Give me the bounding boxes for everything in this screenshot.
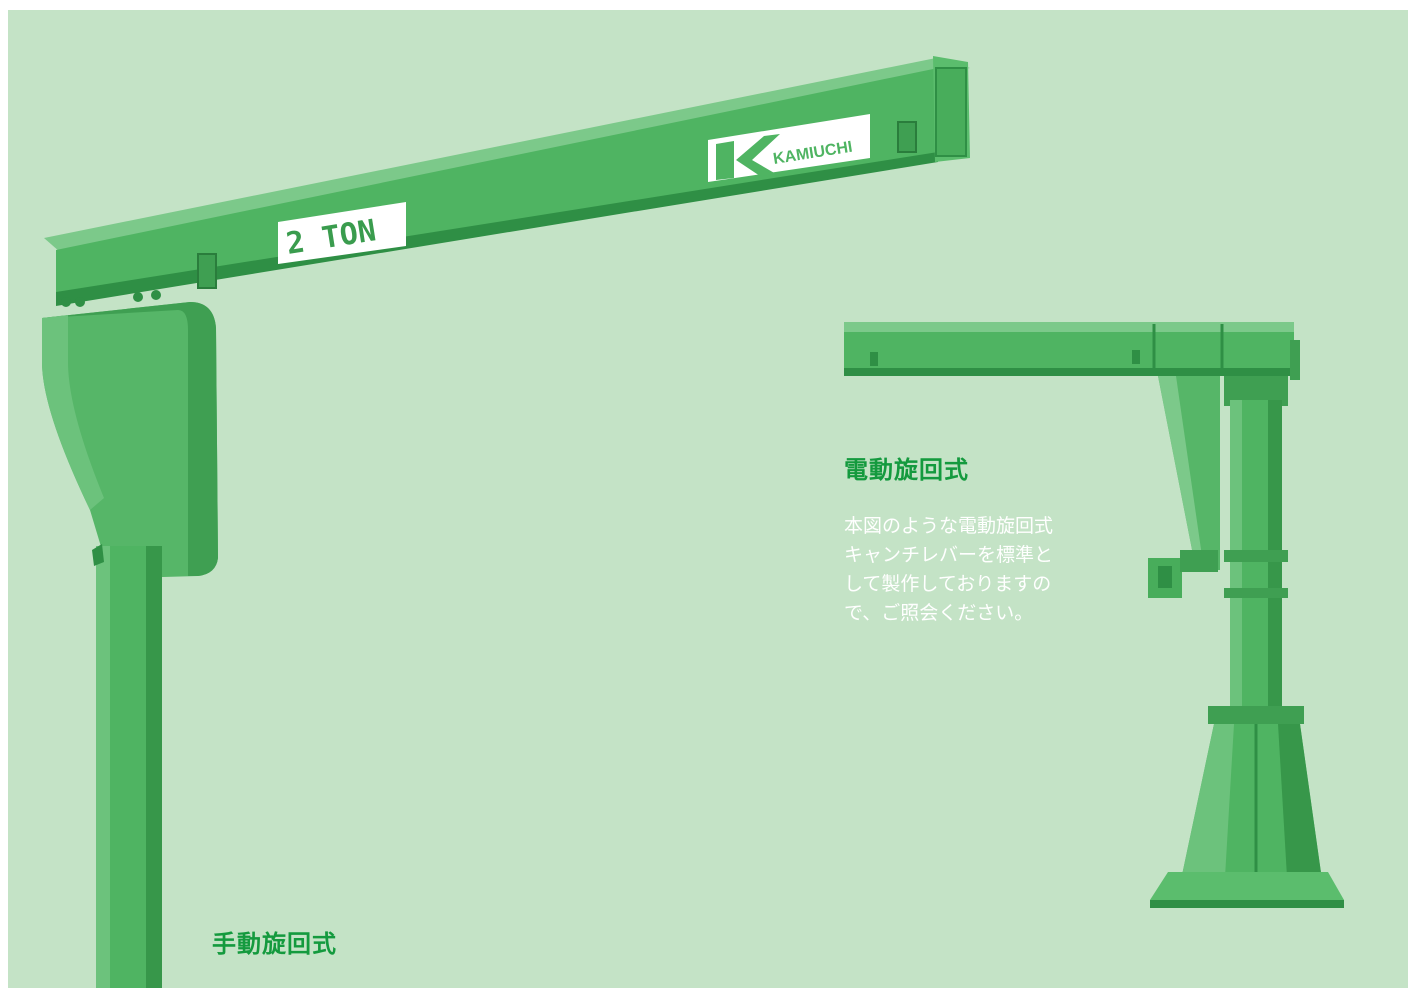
- electric-jib-crane: [844, 322, 1344, 908]
- description-line: キャンチレバーを標準と: [844, 544, 1054, 566]
- crane-illustration: 2 TON KAMIUCHI: [42, 56, 1344, 988]
- electric-slewing-caption: 電動旋回式: [844, 456, 969, 484]
- kamiuchi-logo-icon: [716, 134, 780, 180]
- description-line: 本図のような電動旋回式: [844, 515, 1054, 537]
- description-line: して製作しておりますの: [844, 573, 1052, 595]
- catalog-page: 2 TON KAMIUCHI: [8, 10, 1408, 988]
- manual-jib-crane: 2 TON KAMIUCHI: [42, 56, 970, 988]
- description-line: で、ご照会ください。: [844, 602, 1034, 624]
- electric-slewing-description: 本図のような電動旋回式 キャンチレバーを標準と して製作しておりますの で、ご照…: [844, 512, 1114, 628]
- manual-slewing-caption: 手動旋回式: [212, 930, 337, 958]
